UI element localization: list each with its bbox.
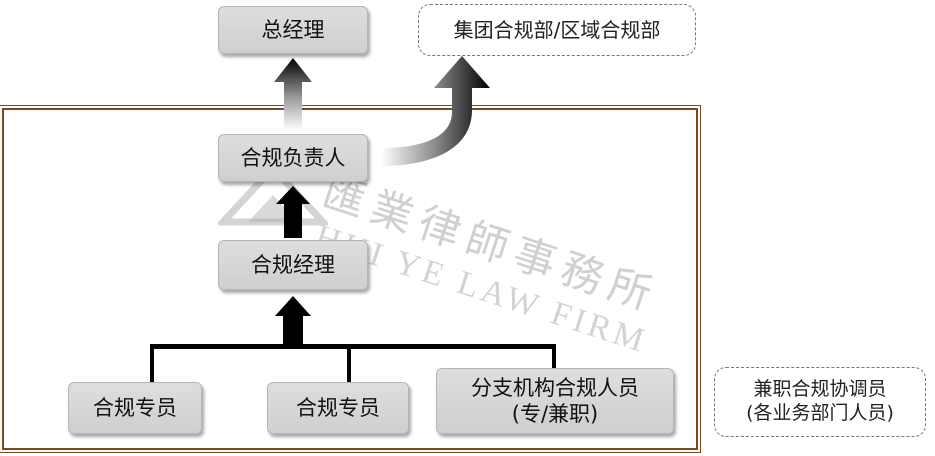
- compliance-head-label: 合规负责人: [240, 145, 346, 170]
- drop-specialist-1: [150, 344, 154, 382]
- branch-staff-label-line1: 分支机构合规人员: [471, 375, 639, 400]
- group-compliance-node: 集团合规部/区域合规部: [418, 4, 696, 56]
- compliance-manager-node: 合规经理: [218, 240, 368, 290]
- general-manager-label: 总经理: [261, 17, 325, 42]
- compliance-department-frame: [0, 105, 701, 453]
- compliance-manager-label: 合规经理: [251, 252, 335, 277]
- part-time-label-line2: (各业务部门人员): [746, 402, 894, 424]
- branch-staff-label-line2: (专/兼职): [511, 402, 599, 426]
- compliance-specialist-node-1: 合规专员: [68, 382, 202, 434]
- arrow-to-compliance-manager: [275, 296, 311, 346]
- compliance-specialist-node-2: 合规专员: [267, 382, 409, 434]
- part-time-coordinator-node: 兼职合规协调员 (各业务部门人员): [714, 367, 926, 437]
- arrow-to-general-manager: [274, 58, 312, 130]
- arrow-to-group-compliance: [381, 56, 490, 166]
- bus-horizontal-line: [150, 344, 556, 349]
- compliance-specialist-label-2: 合规专员: [296, 395, 380, 420]
- drop-branch-staff: [552, 344, 556, 370]
- part-time-label-line1: 兼职合规协调员: [753, 378, 887, 401]
- group-compliance-label: 集团合规部/区域合规部: [453, 17, 661, 42]
- compliance-specialist-label-1: 合规专员: [93, 395, 177, 420]
- compliance-head-node: 合规负责人: [218, 134, 368, 182]
- general-manager-node: 总经理: [218, 6, 368, 54]
- arrow-to-compliance-head: [276, 186, 310, 238]
- branch-compliance-staff-node: 分支机构合规人员 (专/兼职): [436, 368, 674, 434]
- drop-specialist-2: [347, 344, 351, 382]
